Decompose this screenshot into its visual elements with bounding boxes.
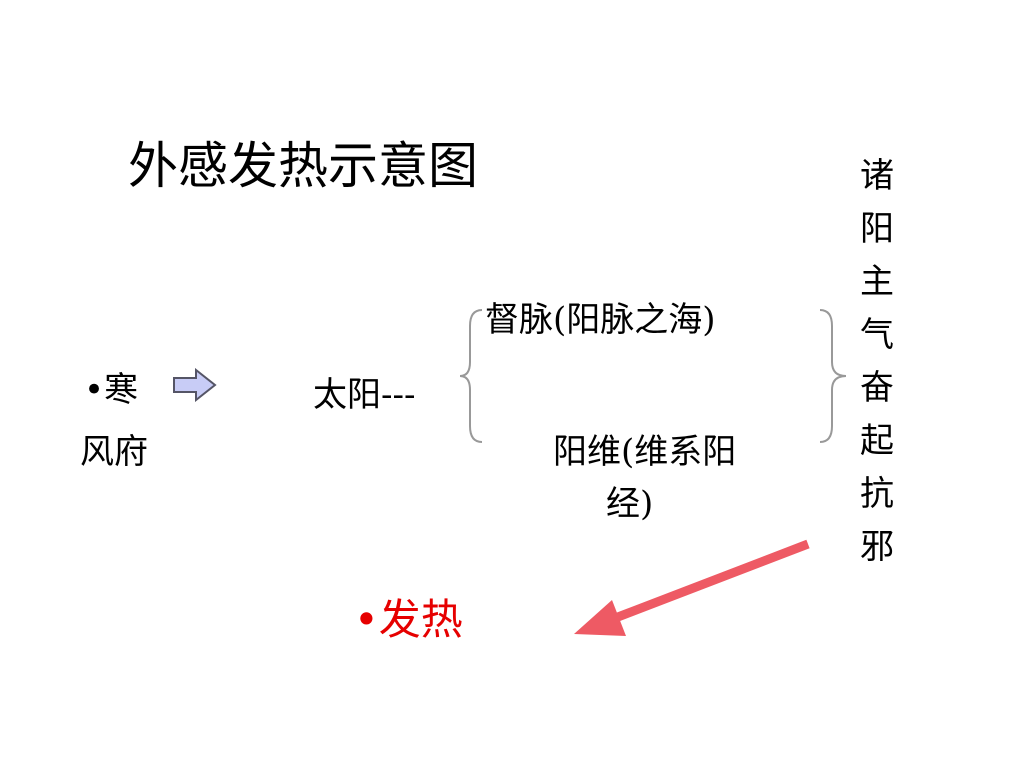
cold-label: •寒 bbox=[84, 370, 138, 410]
fever-text: 发热 bbox=[378, 595, 463, 644]
cold-bullet: • bbox=[84, 370, 105, 410]
left-brace bbox=[459, 309, 483, 443]
yangwei-label-line2: 经) bbox=[606, 484, 654, 524]
fever-label: •发热 bbox=[354, 592, 463, 648]
fever-bullet: • bbox=[354, 595, 379, 644]
slide-title: 外感发热示意图 bbox=[128, 137, 478, 195]
red-arrow-icon bbox=[574, 539, 810, 636]
right-arrow-icon bbox=[173, 368, 217, 402]
vertical-text: 诸阳主气奋起抗邪 bbox=[860, 156, 894, 567]
fengfu-label: 风府 bbox=[80, 432, 148, 472]
taiyang-label: 太阳--- bbox=[313, 375, 416, 415]
right-brace bbox=[819, 309, 847, 443]
cold-text: 寒 bbox=[104, 370, 139, 410]
dumai-label: 督脉(阳脉之海) bbox=[485, 300, 716, 340]
yangwei-label-line1: 阳维(维系阳 bbox=[553, 432, 737, 472]
